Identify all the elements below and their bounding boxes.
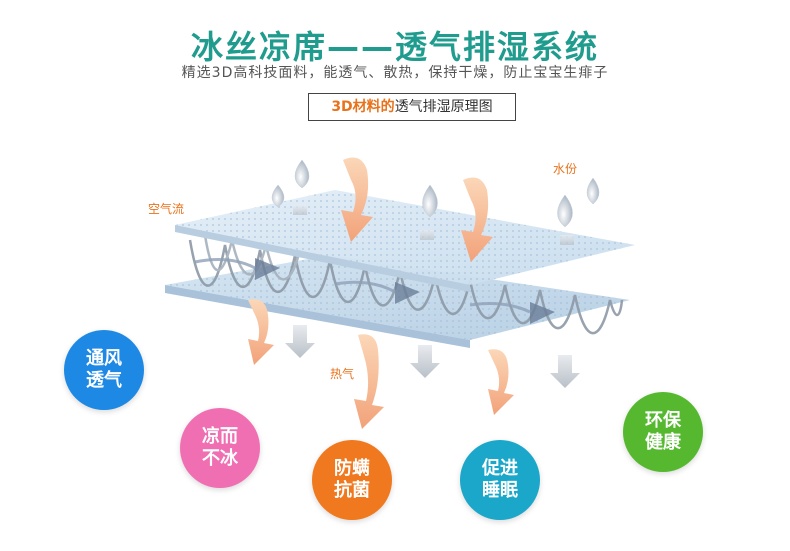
heat-out-arrows (248, 299, 514, 429)
moisture-label: 水份 (553, 162, 578, 176)
feature-badge-ventilation: 通风透气 (64, 330, 144, 410)
feature-badge-sleep: 促进睡眠 (460, 440, 540, 520)
heat-label: 热气 (330, 367, 355, 381)
diagram-caption-box: 3D材料的透气排湿原理图 (308, 93, 516, 121)
page-title: 冰丝凉席——透气排湿系统 (190, 28, 599, 66)
airflow-arrows (194, 258, 555, 324)
caption-text: 透气排湿原理图 (394, 99, 493, 115)
top-fabric-layer (175, 190, 635, 292)
grey-arrows (285, 205, 580, 388)
airflow-label: 空气流 (148, 202, 185, 216)
water-drops (271, 159, 600, 228)
moisture-in-arrows (341, 157, 493, 262)
caption-highlight: 3D材料的 (331, 99, 395, 115)
feature-badge-cool: 凉而不冰 (180, 408, 260, 488)
feature-badge-antimite: 防螨抗菌 (312, 440, 392, 520)
page-subtitle: 精选3D高科技面料，能透气、散热，保持干燥，防止宝宝生痱子 (181, 65, 609, 81)
feature-badge-eco: 环保健康 (623, 392, 703, 472)
